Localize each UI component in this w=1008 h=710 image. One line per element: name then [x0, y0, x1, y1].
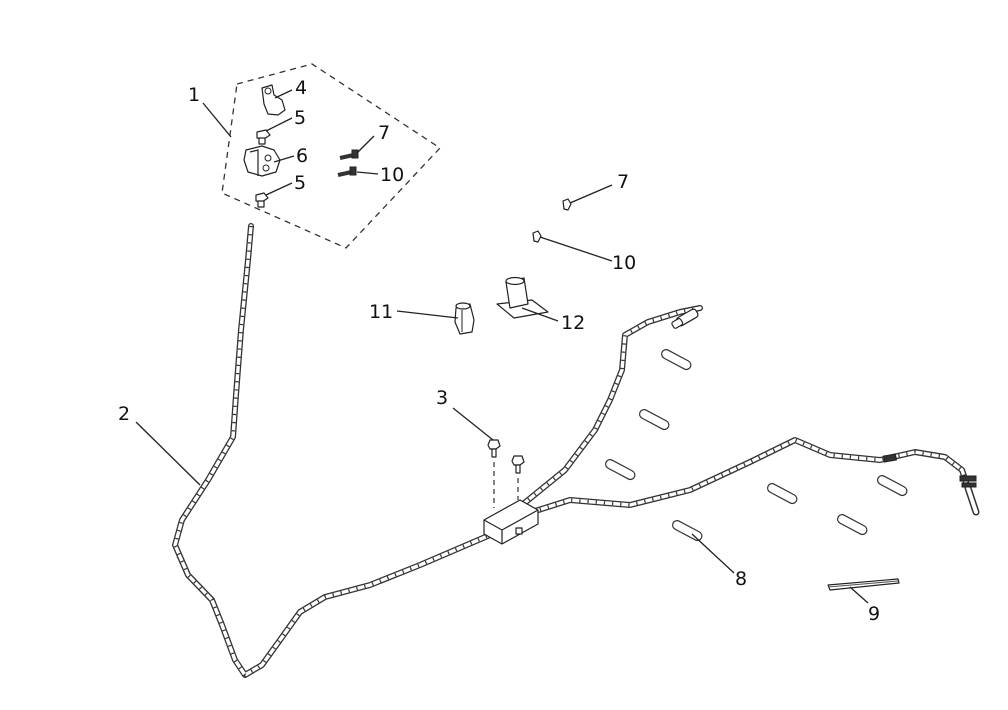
part-10-screw-box	[337, 166, 357, 177]
callout-3: 3	[436, 387, 448, 409]
callout-7-box: 7	[378, 122, 390, 144]
part-10-screw-loose	[532, 230, 542, 243]
part-9-strip	[827, 578, 900, 591]
bolt-3-b	[511, 455, 525, 474]
part-7-screw-loose	[562, 198, 572, 211]
hose-lower-right	[529, 437, 971, 515]
callout-10-box: 10	[380, 164, 404, 186]
clips-8	[604, 349, 908, 542]
part-4-lever	[261, 84, 286, 116]
callout-7-loose: 7	[617, 171, 629, 193]
callout-9: 9	[868, 603, 880, 625]
hose-left	[172, 223, 493, 678]
callout-5-top: 5	[294, 107, 306, 129]
callout-10-loose: 10	[612, 252, 636, 274]
part-5-screw-bottom	[255, 192, 269, 208]
callout-11: 11	[369, 301, 393, 323]
part-7-screw-box	[339, 149, 359, 160]
part-12-bracket	[496, 276, 549, 319]
callout-2: 2	[118, 403, 130, 425]
leader-lines	[135, 89, 869, 604]
part-6-clamp	[243, 145, 281, 177]
part-5-screw-top	[256, 129, 271, 145]
callout-4: 4	[295, 77, 307, 99]
callout-1: 1	[188, 84, 200, 106]
hose-sleeve-marker	[882, 453, 898, 463]
hose-end-fitting-upper	[671, 308, 699, 329]
callout-6: 6	[296, 145, 308, 167]
hose-upper-right	[519, 305, 703, 508]
bolt-3-a	[487, 439, 501, 458]
assembly-group-outline	[221, 63, 442, 249]
callout-8: 8	[735, 568, 747, 590]
hose-end-fitting-lower	[959, 475, 980, 516]
callout-5-bottom: 5	[294, 172, 306, 194]
part-11-clip	[454, 302, 475, 335]
junction-block	[483, 499, 539, 545]
callout-12: 12	[561, 312, 585, 334]
